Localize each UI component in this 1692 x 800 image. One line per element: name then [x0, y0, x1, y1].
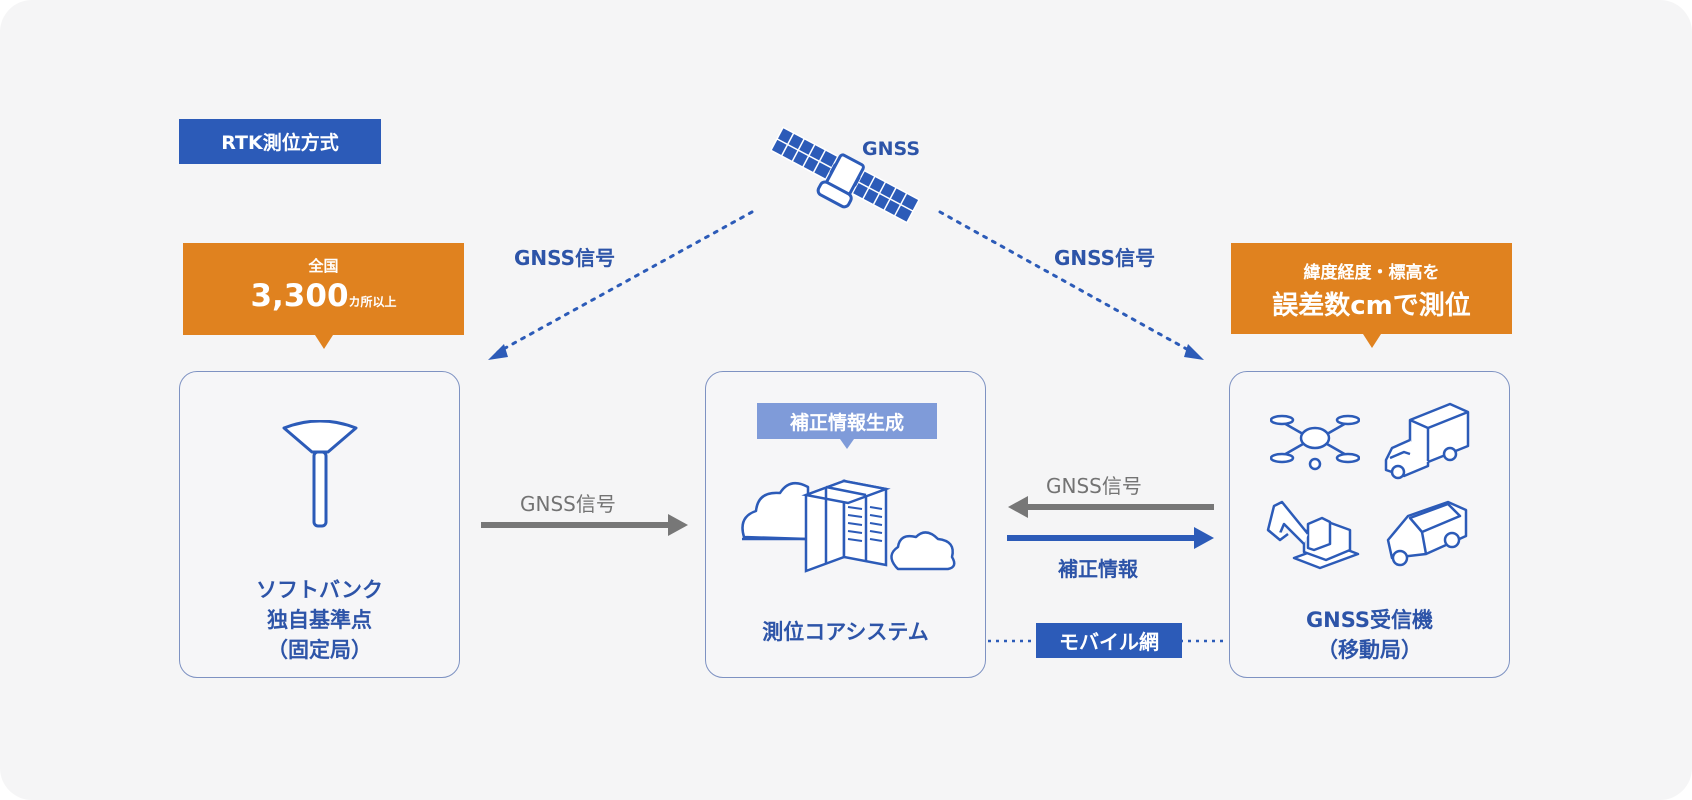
drone-icon: [1270, 414, 1360, 471]
signal-label-station-core: GNSS信号: [520, 492, 616, 516]
station-line1: ソフトバンク: [255, 578, 384, 602]
station-line3: （固定局）: [267, 638, 372, 662]
callout-tail: [314, 335, 333, 349]
correction-generation-bubble: 補正情報生成: [757, 403, 937, 439]
dotted-signal-left: [496, 210, 754, 354]
dotted-arrowhead-left: [488, 344, 508, 360]
core-system-box: 補正情報生成 測位コアシステム: [705, 371, 986, 678]
callout-tail: [1362, 334, 1381, 348]
dotted-arrowhead-right: [1184, 344, 1204, 360]
callout-count-number: 3,300: [250, 278, 349, 314]
core-system-label: 測位コアシステム: [762, 620, 929, 644]
dotted-signal-right: [938, 210, 1194, 354]
title-badge: RTK測位方式: [179, 119, 381, 164]
satellite-icon: [770, 126, 920, 224]
signal-label-right: GNSS信号: [1054, 246, 1156, 270]
accuracy-line2: 誤差数cmで測位: [1272, 291, 1471, 321]
signal-label-left: GNSS信号: [514, 246, 616, 270]
station-line2: 独自基準点: [267, 608, 372, 632]
arrowhead-mobile-to-core: [1008, 496, 1028, 518]
arrowhead-station-to-core: [668, 514, 688, 536]
accuracy-callout: 緯度経度・標高を 誤差数cmで測位: [1231, 243, 1512, 348]
callout-count-row: 3,300カ所以上: [183, 278, 464, 314]
arrowhead-core-to-mobile: [1194, 527, 1214, 549]
excavator-icon: [1266, 500, 1360, 570]
mobile-network-badge: モバイル網: [1036, 623, 1182, 658]
callout-nationwide: 全国: [308, 257, 339, 275]
car-icon: [1386, 500, 1468, 567]
station-count-callout: 全国 3,300カ所以上: [183, 243, 464, 349]
correction-label: 補正情報: [1058, 557, 1138, 581]
signal-label-mobile-core: GNSS信号: [1046, 474, 1142, 498]
bubble-tail: [840, 439, 854, 449]
accuracy-line1: 緯度経度・標高を: [1303, 263, 1440, 283]
receiver-line1: GNSS受信機: [1305, 608, 1434, 632]
gnss-satellite-label: GNSS: [862, 138, 921, 160]
receiver-line2: （移動局）: [1317, 638, 1422, 662]
cloud-server-icon: [741, 479, 956, 573]
truck-icon: [1384, 402, 1470, 480]
callout-count-suffix: カ所以上: [348, 295, 397, 309]
reference-station-box: ソフトバンク 独自基準点 （固定局）: [179, 371, 460, 678]
mobile-receiver-box: GNSS受信機 （移動局）: [1229, 371, 1510, 678]
antenna-icon: [282, 420, 358, 528]
